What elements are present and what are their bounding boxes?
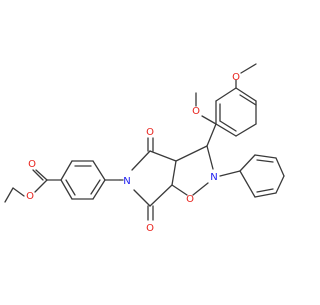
n-phenyl-ring — [219, 154, 285, 198]
molecule-canvas: O O O N N O O O O — [4, 63, 285, 234]
atom-o-ring: O — [186, 194, 194, 205]
dimethoxyphenyl-ring — [215, 87, 257, 137]
ethyl-ester — [4, 169, 62, 203]
atom-o-ester-carbonyl: O — [28, 159, 36, 170]
aryl-link-bond — [206, 123, 217, 147]
atom-o-ketone-top: O — [146, 127, 154, 138]
atom-n-isoxazolidine: N — [210, 172, 217, 183]
atom-o-ketone-bottom: O — [146, 223, 154, 234]
molecule-structure: O O O N N O O O O — [4, 63, 285, 234]
benzoate-ring — [60, 160, 124, 200]
methoxy-left — [195, 92, 217, 125]
methoxy-top — [235, 63, 257, 89]
atom-o-methoxy-top: O — [232, 72, 240, 83]
bicyclic-core — [131, 137, 214, 221]
atom-o-ester-ether: O — [26, 191, 34, 202]
atom-n-imide: N — [123, 176, 130, 187]
atom-o-methoxy-left: O — [192, 106, 200, 117]
